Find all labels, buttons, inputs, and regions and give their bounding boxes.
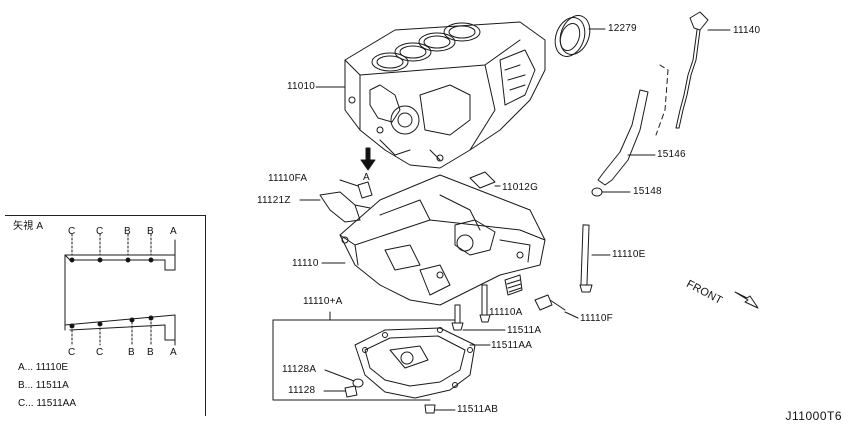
legend-row-c: C... 11511AA <box>18 398 76 410</box>
legend-key: C <box>18 398 26 409</box>
inset-bottom-letter: B <box>128 347 135 358</box>
part-label-12279[interactable]: 12279 <box>608 23 637 34</box>
part-label-11128[interactable]: 11128 <box>288 385 316 396</box>
damper-spring <box>505 275 522 295</box>
oil-seal <box>550 11 605 60</box>
part-label-11140[interactable]: 11140 <box>733 25 761 36</box>
inset-top-letter: C <box>68 226 76 237</box>
oil-strainer <box>300 192 370 222</box>
part-label-15148[interactable]: 15148 <box>633 186 662 197</box>
inset-top-letter: C <box>96 226 104 237</box>
part-label-11010[interactable]: 11010 <box>287 81 316 92</box>
drain-plug <box>324 386 357 397</box>
legend-value[interactable]: 11511A <box>35 380 69 391</box>
o-ring <box>592 188 630 196</box>
inset-title: 矢視 A <box>13 221 44 232</box>
part-label-15146[interactable]: 15146 <box>657 149 686 160</box>
part-label-11110a[interactable]: 11110A <box>489 307 523 318</box>
inset-bottom-letter: B <box>147 347 154 358</box>
legend-value[interactable]: 11110E <box>35 362 69 373</box>
part-label-11110f[interactable]: 11110F <box>580 313 613 324</box>
inset-bottom-letter: C <box>96 347 104 358</box>
part-label-11121z[interactable]: 11121Z <box>257 195 291 206</box>
front-arrow <box>735 292 758 308</box>
part-label-11511a[interactable]: 11511A <box>507 325 542 336</box>
inset-frame <box>5 215 206 416</box>
part-label-11110[interactable]: 11110 <box>292 258 319 269</box>
oil-pan-group <box>273 312 455 400</box>
legend-dots: ... <box>24 380 34 391</box>
part-label-11110fa[interactable]: 11110FA <box>268 173 308 184</box>
bolt-11511ab <box>425 405 455 413</box>
dipstick-guide <box>598 90 655 185</box>
inset-bottom-letter: A <box>170 347 177 358</box>
inset-bottom-letter: C <box>68 347 76 358</box>
part-label-11110-plus-a[interactable]: 11110+A <box>303 296 343 307</box>
legend-dots: ... <box>24 362 34 373</box>
part-label-11110e[interactable]: 11110E <box>612 249 646 260</box>
part-label-11128a[interactable]: 11128A <box>282 364 317 375</box>
legend-key: B <box>18 380 25 391</box>
legend-value[interactable]: 11511AA <box>36 398 77 409</box>
plug-11110fa <box>340 180 372 198</box>
drain-washer <box>325 370 363 387</box>
bolt-11110f <box>535 295 578 318</box>
part-label-11012g[interactable]: 11012G <box>502 182 539 193</box>
inset-top-letter: A <box>170 226 177 237</box>
legend-key: A <box>18 362 25 373</box>
part-label-11511aa[interactable]: 11511AA <box>491 340 533 351</box>
inset-top-letter: B <box>124 226 131 237</box>
view-arrow-a <box>361 148 375 170</box>
view-arrow-label: A <box>363 172 370 183</box>
legend-dots: ... <box>25 398 34 409</box>
label-plate-11012g <box>470 172 500 188</box>
bolt-11110a <box>480 285 490 322</box>
part-label-11511ab[interactable]: 11511AB <box>457 404 499 415</box>
oil-pan <box>355 328 490 399</box>
dipstick <box>656 12 730 135</box>
bolt-11511a <box>452 305 505 330</box>
inset-top-letter: B <box>147 226 154 237</box>
cylinder-block <box>345 22 545 168</box>
legend-row-a: A... 11110E <box>18 362 68 374</box>
bolt-11110e <box>580 225 610 292</box>
legend-row-b: B... 11511A <box>18 380 69 392</box>
lower-block <box>322 175 545 305</box>
inset-view-a <box>65 234 175 345</box>
diagram-code: J11000T6 <box>785 409 842 423</box>
